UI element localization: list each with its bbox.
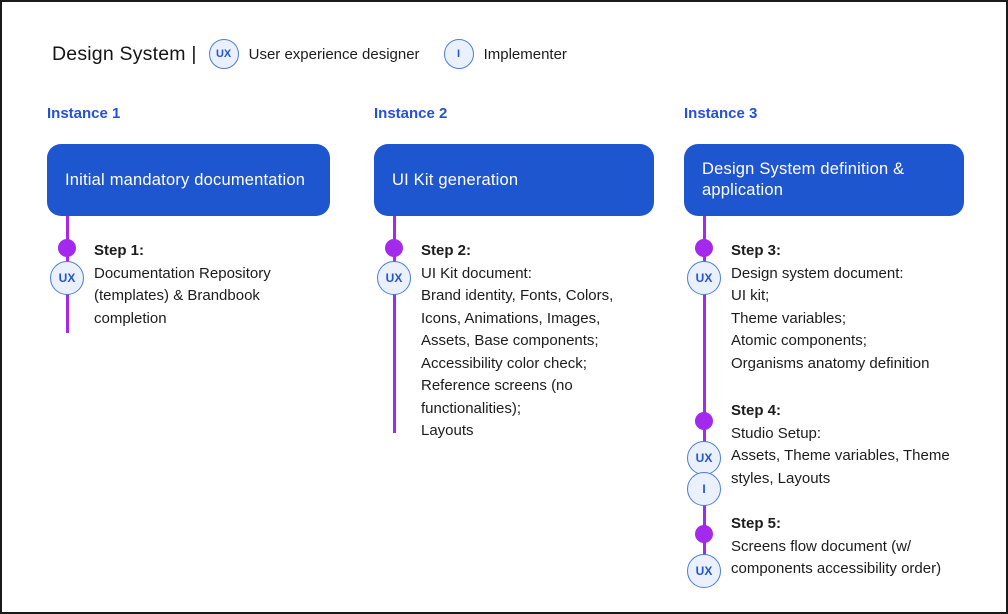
instance-1-phase-title: Initial mandatory documentation — [65, 170, 306, 189]
step-2-line: functionalities); — [421, 399, 522, 417]
step-2-line: Icons, Animations, Images, — [421, 309, 601, 327]
instance-3-timeline: UX Step 3: Design system document: UI ki… — [684, 216, 964, 591]
step-1-line: completion — [94, 309, 167, 327]
step-3-ux-role-badge: UX — [687, 261, 721, 295]
step-2-text: Step 2: UI Kit document: Brand identity,… — [421, 240, 613, 443]
ux-role-badge: UX — [208, 39, 239, 69]
step-5-line: Screens flow document (w/ — [731, 537, 912, 555]
step-2-line: Reference screens (no — [421, 377, 573, 394]
step-3-line: Theme variables; — [731, 309, 847, 327]
implementer-role-badge: I — [443, 39, 474, 69]
step-3-line: UI kit; — [731, 287, 770, 304]
timeline-rail — [393, 216, 396, 433]
step-5-ux-role-badge: UX — [687, 554, 721, 588]
step-3-line: Organisms anatomy definition — [731, 354, 930, 372]
page-title: Design System | — [52, 42, 197, 65]
instance-1-column: Instance 1 Initial mandatory documentati… — [47, 105, 330, 336]
instance-2-phase-box: UI Kit generation — [374, 144, 654, 216]
step-2-line: Assets, Base components; — [421, 332, 599, 349]
step-4-marker-dot — [695, 412, 713, 430]
instance-3-column: Instance 3 Design System definition & ap… — [684, 105, 964, 591]
instance-2-column: Instance 2 UI Kit generation UX Step 2: … — [374, 105, 654, 439]
diagram-header: Design System | UX User experience desig… — [52, 38, 567, 70]
step-1-marker-dot — [58, 239, 76, 257]
instance-2-timeline: UX Step 2: UI Kit document: Brand identi… — [374, 216, 654, 439]
instance-2-label: Instance 2 — [374, 105, 448, 122]
step-2-line: Layouts — [421, 422, 474, 439]
ux-role-label: User experience designer — [248, 45, 420, 63]
instance-1-label: Instance 1 — [47, 105, 121, 122]
instance-1-timeline: UX Step 1: Documentation Repository (tem… — [47, 216, 330, 336]
step-2-line: Brand identity, Fonts, Colors, — [421, 287, 614, 304]
step-4-line: styles, Layouts — [731, 469, 831, 487]
step-3-title: Step 3: — [731, 242, 782, 259]
instance-1-phase-box: Initial mandatory documentation — [47, 144, 330, 216]
step-4-line: Assets, Theme variables, Theme — [731, 447, 950, 464]
timeline-rail — [703, 216, 706, 571]
step-1-title: Step 1: — [94, 242, 145, 259]
instance-2-phase-title: UI Kit generation — [392, 170, 519, 189]
step-2-marker-dot — [385, 239, 403, 257]
step-1-ux-role-badge: UX — [50, 261, 84, 295]
step-5-text: Step 5: Screens flow document (w/ compon… — [731, 513, 941, 581]
step-3-marker-dot — [695, 239, 713, 257]
step-4-text: Step 4: Studio Setup: Assets, Theme vari… — [731, 400, 950, 490]
step-5-line: components accessibility order) — [731, 560, 942, 577]
step-3-line: Atomic components; — [731, 332, 867, 349]
step-2-line: Accessibility color check; — [421, 354, 587, 372]
step-4-implementer-role-badge: I — [687, 472, 721, 506]
step-3-text: Step 3: Design system document: UI kit; … — [731, 240, 929, 375]
step-2-title: Step 2: — [421, 242, 472, 259]
implementer-role-label: Implementer — [483, 45, 567, 63]
step-2-ux-role-badge: UX — [377, 261, 411, 295]
instance-3-phase-box: Design System definition & application — [684, 144, 964, 216]
step-5-marker-dot — [695, 525, 713, 543]
step-2-line: UI Kit document: — [421, 264, 532, 282]
step-3-line: Design system document: — [731, 264, 904, 282]
step-1-line: (templates) & Brandbook — [94, 287, 260, 304]
step-1-line: Documentation Repository — [94, 264, 271, 282]
step-4-ux-role-badge: UX — [687, 441, 721, 475]
step-4-line: Studio Setup: — [731, 424, 822, 442]
step-5-title: Step 5: — [731, 515, 782, 532]
step-4-title: Step 4: — [731, 402, 782, 419]
instance-3-phase-title: Design System definition & application — [702, 160, 905, 199]
instance-3-label: Instance 3 — [684, 105, 758, 122]
step-1-text: Step 1: Documentation Repository (templa… — [94, 240, 271, 330]
